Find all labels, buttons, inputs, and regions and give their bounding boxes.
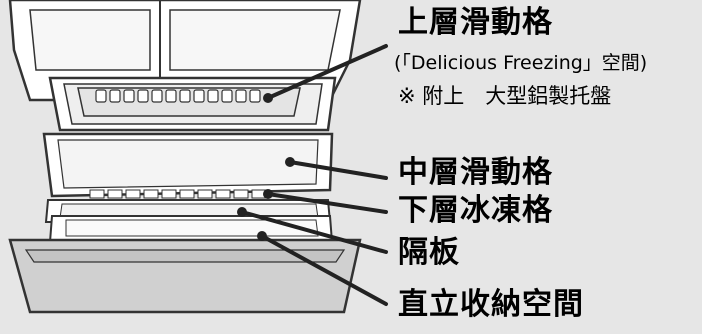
leader-lines	[237, 44, 388, 306]
leader-vertical-storage	[260, 234, 388, 306]
tray-slots	[95, 89, 261, 103]
leader-upper-drawer	[266, 44, 388, 100]
lower-drawer	[44, 199, 334, 243]
upper-drawer-sub-label: (「Delicious Freezing」空間)	[394, 52, 648, 74]
divider-label: 隔板	[398, 235, 460, 270]
upper-drawer-note: ※ 附上 大型鋁製托盤	[398, 84, 612, 108]
upper-drawer-label: 上層滑動格	[398, 5, 553, 40]
vertical-storage-label: 直立收納空間	[398, 287, 584, 322]
drawer-front-panel	[8, 238, 362, 314]
lower-drawer-label: 下層冰凍格	[398, 193, 553, 228]
ice-tray-cells	[89, 189, 267, 199]
leader-divider	[240, 210, 388, 254]
middle-drawer-label: 中層滑動格	[398, 155, 553, 190]
upper-drawer	[48, 76, 337, 132]
middle-drawer	[42, 132, 334, 199]
leader-lower-drawer	[266, 192, 388, 214]
upper-door	[8, 0, 362, 102]
leader-middle-drawer	[288, 160, 388, 180]
